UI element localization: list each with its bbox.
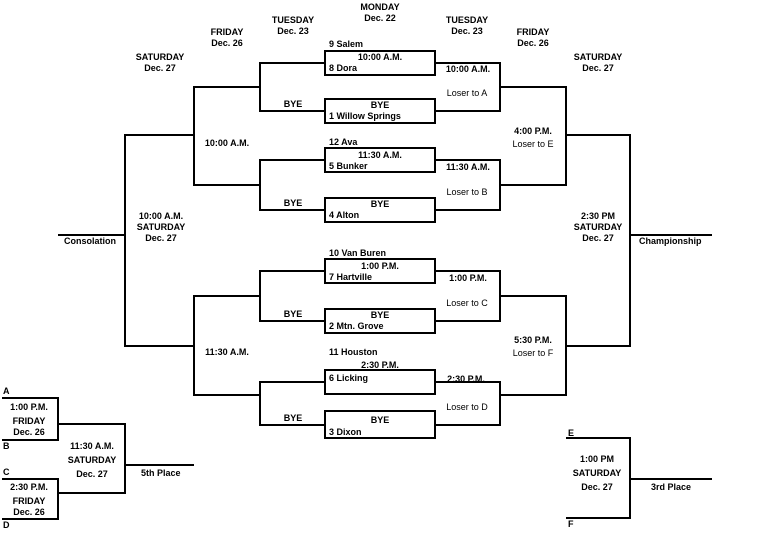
fifth-final-info: 11:30 A.M. SATURDAY Dec. 27	[67, 441, 117, 479]
bye-left-2: BYE	[283, 198, 303, 208]
quarterfinal-4	[435, 381, 501, 426]
slot-label-b: B	[3, 441, 10, 451]
fifth-game2-info: 2:30 P.M. FRIDAY Dec. 26	[10, 482, 48, 517]
team-houston: 11 Houston	[329, 347, 378, 357]
fifth-place-game-1	[2, 397, 59, 441]
loser-to-e: Loser to E	[512, 139, 554, 149]
quarterfinal-2-time: 11:30 A.M.	[446, 162, 490, 172]
round1-game2-time: 11:30 A.M.	[358, 150, 402, 160]
consolation-final-info: 10:00 A.M. SATURDAY Dec. 27	[136, 211, 186, 243]
third-place-label: 3rd Place	[651, 482, 692, 492]
semifinal-top-time: 4:00 P.M.	[514, 126, 552, 136]
team-dora: 8 Dora	[329, 63, 358, 73]
consolation-label: Consolation	[64, 236, 116, 246]
slot-label-e: E	[568, 428, 575, 438]
loser-to-d: Loser to D	[446, 402, 488, 412]
loser-to-a: Loser to A	[446, 88, 488, 98]
consolation-semi-bottom	[193, 295, 260, 396]
fifth-place-final	[58, 423, 126, 494]
fifth-place-label: 5th Place	[141, 468, 181, 478]
round1-game4-time: 2:30 P.M.	[361, 360, 399, 370]
bye-label-4: BYE	[370, 415, 390, 425]
semifinal-bottom-time: 5:30 P.M.	[514, 335, 552, 345]
championship-label: Championship	[639, 236, 702, 246]
championship-final	[566, 134, 631, 347]
slot-label-d: D	[3, 520, 10, 530]
consolation-pair-4	[259, 381, 325, 426]
team-salem: 9 Salem	[329, 39, 364, 49]
bye-left-1: BYE	[283, 99, 303, 109]
team-alton: 4 Alton	[329, 210, 360, 220]
bye-left-4: BYE	[283, 413, 303, 423]
quarterfinal-4-time: 2:30 P.M.	[447, 374, 485, 384]
team-dixon: 3 Dixon	[329, 427, 362, 437]
consolation-semi-bottom-time: 11:30 A.M.	[205, 347, 249, 357]
bye-label-2: BYE	[370, 199, 390, 209]
quarterfinal-3-time: 1:00 P.M.	[449, 273, 487, 283]
fifth-place-game-2	[2, 478, 59, 520]
quarterfinal-1-time: 10:00 A.M.	[445, 64, 491, 74]
round1-game3-time: 1:00 P.M.	[361, 261, 399, 271]
consolation-final	[124, 134, 194, 347]
loser-to-b: Loser to B	[446, 187, 488, 197]
team-willow-springs: 1 Willow Springs	[329, 111, 401, 121]
team-mtn-grove: 2 Mtn. Grove	[329, 321, 384, 331]
fifth-game1-info: 1:00 P.M. FRIDAY Dec. 26	[10, 402, 48, 437]
bye-label-1: BYE	[370, 100, 390, 110]
round1-game1-time: 10:00 A.M.	[357, 52, 403, 62]
loser-to-f: Loser to F	[512, 348, 554, 358]
slot-label-c: C	[3, 467, 10, 477]
team-hartville: 7 Hartville	[329, 272, 373, 282]
third-place-info: 1:00 PM SATURDAY Dec. 27	[572, 454, 622, 492]
team-licking: 6 Licking	[329, 373, 369, 383]
consolation-semi-top-time: 10:00 A.M.	[204, 138, 250, 148]
consolation-semi-top	[193, 86, 260, 186]
slot-label-a: A	[3, 386, 10, 396]
bye-label-3: BYE	[370, 310, 390, 320]
team-ava: 12 Ava	[329, 137, 358, 147]
loser-to-c: Loser to C	[446, 298, 488, 308]
bye-left-3: BYE	[283, 309, 303, 319]
championship-info: 2:30 PM SATURDAY Dec. 27	[573, 211, 623, 243]
slot-label-f: F	[568, 519, 574, 529]
team-van-buren: 10 Van Buren	[329, 248, 387, 258]
team-bunker: 5 Bunker	[329, 161, 368, 171]
